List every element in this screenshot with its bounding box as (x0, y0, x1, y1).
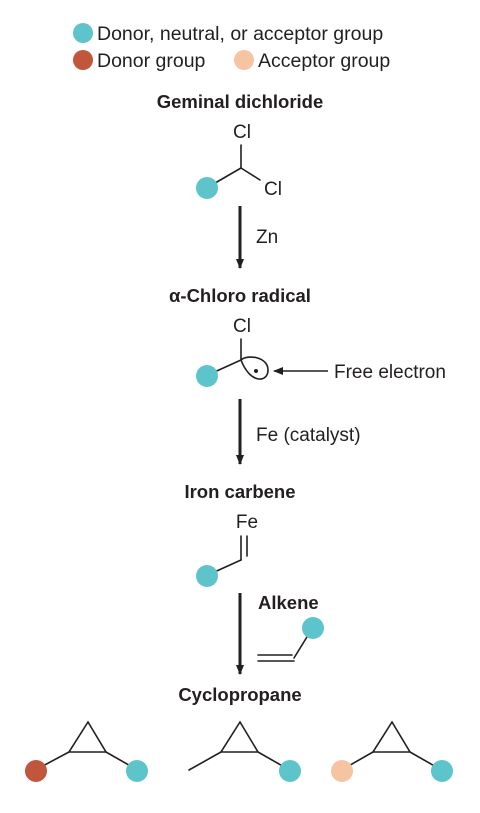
radical-electron-dot (254, 369, 258, 373)
geminal-dichloride-cl-right: Cl (264, 179, 282, 200)
legend-neutral-label: Donor, neutral, or acceptor group (97, 23, 383, 45)
chloro-radical-step: α-Chloro radical Cl Free electron (169, 285, 446, 387)
reagent-alkene: Alkene (258, 592, 319, 613)
cyclopropane-ring (371, 720, 412, 753)
cyclopropane-product-plain (188, 720, 301, 782)
cyclopropane-product-donor (25, 720, 148, 782)
donor-group-dot (25, 760, 47, 782)
geminal-group-dot (196, 177, 218, 199)
neutral-group-dot (279, 760, 301, 782)
reagent-fe-catalyst: Fe (catalyst) (256, 425, 361, 446)
radical-orbital-lobe (240, 356, 269, 380)
geminal-dichloride-title: Geminal dichloride (157, 91, 324, 112)
neutral-group-dot (126, 760, 148, 782)
cyclopropane-step: Cyclopropane (25, 684, 453, 782)
reagent-zn: Zn (256, 227, 278, 248)
acceptor-group-dot (331, 760, 353, 782)
carbene-group-dot (196, 565, 218, 587)
cyclopropane-ring (219, 720, 260, 753)
cyclopropane-product-acceptor (331, 720, 453, 782)
legend-acceptor-dot (234, 50, 254, 70)
radical-group-dot (196, 365, 218, 387)
iron-carbene-title: Iron carbene (184, 481, 295, 502)
cyclopropane-ring (67, 720, 108, 753)
geminal-bond-right (240, 167, 261, 181)
reaction-arrow-2: Fe (catalyst) (236, 399, 361, 465)
iron-carbene-step: Iron carbene Fe (184, 481, 296, 587)
chloro-radical-cl-top: Cl (233, 316, 251, 337)
cyclopropane-title: Cyclopropane (178, 684, 301, 705)
reaction-arrow-3: Alkene (236, 592, 324, 675)
geminal-dichloride-step: Geminal dichloride Cl Cl (157, 91, 324, 200)
iron-carbene-fe: Fe (236, 512, 258, 533)
legend-donor-label: Donor group (97, 50, 206, 72)
legend-acceptor-label: Acceptor group (258, 50, 390, 72)
cyclopropane-bond-left (188, 751, 222, 771)
free-electron-label: Free electron (334, 362, 446, 383)
neutral-group-dot (431, 760, 453, 782)
alkene-group-dot (302, 617, 324, 639)
legend-neutral-dot (73, 23, 93, 43)
geminal-dichloride-cl-top: Cl (233, 122, 251, 143)
legend-donor-dot (73, 50, 93, 70)
chloro-radical-title: α-Chloro radical (169, 285, 311, 306)
legend: Donor, neutral, or acceptor group Donor … (73, 23, 390, 72)
reaction-arrow-1: Zn (236, 206, 278, 269)
